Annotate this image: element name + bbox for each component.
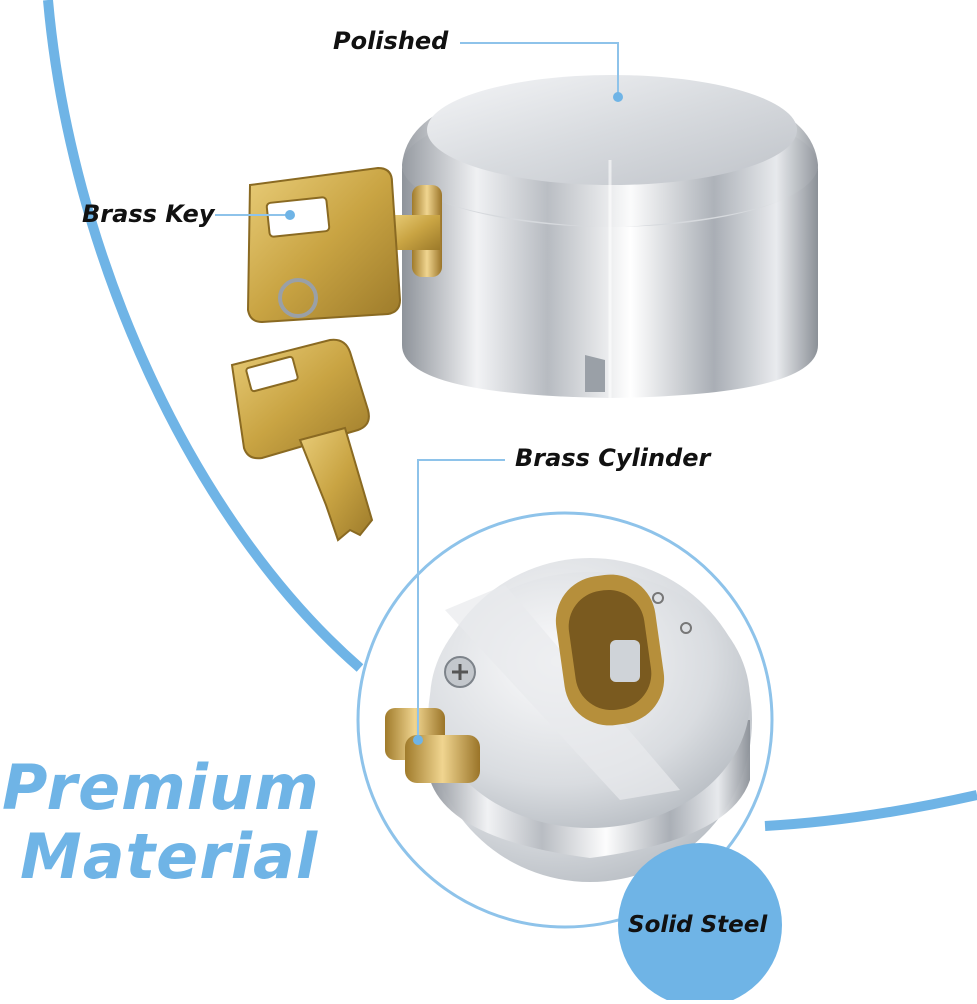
solid-steel-badge-circle [618, 843, 782, 1004]
solid-steel-badge-label: Solid Steel [628, 912, 768, 938]
callout-dot-polished [613, 92, 623, 102]
callout-polished: Polished [333, 27, 449, 55]
detail-padlock [385, 558, 752, 882]
callout-line-brass-cylinder [417, 459, 505, 740]
callout-brass-cylinder: Brass Cylinder [515, 444, 711, 472]
headline-line-2: Material [20, 820, 319, 893]
decorative-arc-right [764, 790, 977, 831]
callout-line-polished [460, 42, 619, 97]
decorative-arc [43, 0, 364, 672]
callout-brass-key: Brass Key [82, 200, 215, 228]
puck-padlock [402, 75, 818, 398]
brass-keys [230, 166, 442, 542]
callout-dot-brass-cylinder [413, 735, 423, 745]
callout-dot-brass-key [285, 210, 295, 220]
headline-line-1: Premium [2, 751, 320, 824]
